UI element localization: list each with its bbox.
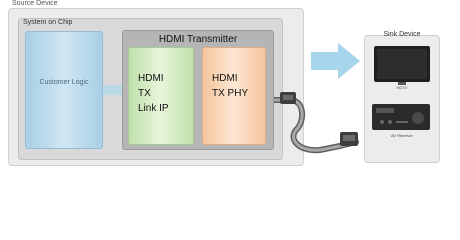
arrow-right-icon bbox=[311, 43, 360, 79]
av-receiver-caption: AV Receiver bbox=[391, 133, 413, 138]
hdmi-tx-phy-label: HDMI TX PHY bbox=[212, 73, 249, 99]
hdmi-connector-icon bbox=[280, 92, 296, 104]
hdmi-connector-icon-sink bbox=[340, 132, 358, 146]
system-on-chip-label: System on Chip bbox=[23, 19, 73, 26]
hdmi-tx-link-ip-block bbox=[128, 47, 194, 145]
av-receiver-icon bbox=[372, 104, 430, 130]
tv-icon bbox=[374, 46, 430, 85]
customer-logic-label: Customer Logic bbox=[39, 79, 89, 86]
tv-caption: HDTV bbox=[396, 85, 408, 90]
cable-icon bbox=[269, 97, 359, 154]
diagram-connectors bbox=[103, 43, 430, 154]
source-device-label: Source Device bbox=[12, 0, 58, 7]
customer-logic-block bbox=[25, 31, 103, 149]
hdmi-transmitter-label: HDMI Transmitter bbox=[158, 34, 238, 45]
hdmi-tx-link-ip-label: HDMI TX Link IP bbox=[138, 73, 169, 114]
hdmi-tx-phy-block bbox=[202, 47, 266, 145]
logic-to-tx-connector bbox=[103, 85, 128, 95]
sink-device-label: Sink Device bbox=[383, 31, 421, 38]
